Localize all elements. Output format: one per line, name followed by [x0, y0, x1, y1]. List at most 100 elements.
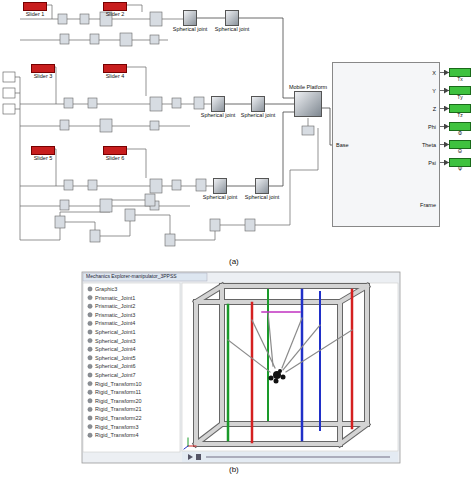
frame-structure	[196, 286, 222, 302]
simulink-block	[172, 180, 181, 190]
platform-block: Mobile Platform	[289, 84, 327, 117]
simulink-block	[100, 119, 112, 132]
block-label: Slider 3	[34, 73, 53, 79]
signal-connector	[227, 186, 255, 187]
simulink-block	[60, 200, 69, 210]
tree-item: Prismatic_Joint1	[95, 295, 135, 301]
signal-connector	[440, 72, 449, 73]
slider-symbol	[31, 64, 55, 73]
signal-wire	[15, 109, 20, 110]
block-label: Spherical joint	[241, 112, 276, 118]
signal-wire	[250, 128, 318, 225]
frame-structure	[188, 446, 196, 447]
frame-structure	[269, 376, 274, 381]
source-block	[3, 72, 15, 82]
tree-icon	[88, 381, 92, 385]
simulink-block	[245, 219, 255, 231]
simulink-block	[58, 14, 67, 24]
explorer-window	[182, 283, 398, 451]
signal-connector	[322, 108, 332, 145]
block-label: Slider 6	[106, 155, 125, 161]
simulink-block	[64, 180, 73, 190]
signal-wire	[15, 77, 20, 240]
frame-structure	[222, 286, 367, 424]
tree-item: Rigid_Transform10	[95, 381, 142, 387]
spherical-joint-block: Spherical joint	[215, 10, 250, 32]
tree-icon	[88, 287, 92, 291]
simulink-block	[172, 98, 181, 108]
frame-structure	[184, 438, 196, 449]
frame-structure	[351, 290, 354, 428]
tree-item: Spherical_Joint1	[95, 329, 136, 335]
simulink-block	[55, 12, 314, 246]
frame-structure	[283, 325, 320, 370]
display-symbol	[449, 122, 471, 131]
signal-wire	[126, 149, 146, 178]
port-label: X	[432, 70, 436, 76]
tree-icon	[88, 295, 92, 299]
port-label: Z	[433, 106, 436, 112]
tree-item: Rigid_Transform11	[95, 389, 141, 395]
display-symbol	[449, 158, 471, 167]
tree-item: Spherical_Joint7	[95, 372, 136, 378]
simulink-block	[64, 98, 73, 108]
frame-structure	[184, 286, 367, 449]
frame-structure	[196, 424, 222, 444]
simulink-block	[90, 34, 99, 44]
signal-wire	[60, 200, 150, 222]
slider-block: Slider 1	[23, 2, 47, 17]
slider-block: Slider 4	[103, 64, 127, 79]
tree-icon	[88, 330, 92, 334]
frame-structure	[262, 311, 300, 313]
simulink-block	[150, 121, 159, 130]
slider-symbol	[103, 2, 127, 11]
display-label: Φ	[458, 131, 462, 137]
figure-panel-label: (a)	[229, 258, 239, 267]
tree-icon	[88, 364, 92, 368]
tree-item: Graphic3	[95, 286, 117, 292]
signal-wire	[126, 5, 142, 12]
block-label: Spherical joint	[201, 112, 236, 118]
simulink-block	[60, 34, 69, 44]
frame-structure	[184, 446, 188, 449]
simulink-block	[100, 199, 112, 212]
frame-structure	[278, 369, 282, 373]
block-label: Spherical joint	[203, 194, 238, 200]
frame-structure	[251, 303, 254, 442]
port-label: Y	[432, 88, 436, 94]
frame-structure	[196, 424, 222, 444]
display-label: Tx	[457, 77, 463, 83]
tree-item: Prismatic_Joint4	[95, 320, 135, 326]
joint-symbol	[251, 96, 265, 112]
tree-icon	[88, 433, 92, 437]
display-block: Tx	[449, 68, 471, 83]
tree-item: Prismatic_Joint2	[95, 303, 135, 309]
slider-block: Slider 2	[103, 2, 127, 17]
frame-structure	[269, 369, 286, 384]
frame-structure	[282, 318, 302, 368]
explorer-window	[82, 272, 400, 463]
simulink-block	[150, 35, 159, 44]
display-symbol	[449, 140, 471, 149]
block-label: Slider 4	[106, 73, 125, 79]
frame-structure	[286, 330, 352, 372]
block-label: Spherical joint	[215, 26, 250, 32]
spherical-joint-block: Spherical joint	[173, 10, 208, 32]
signal-connector	[269, 112, 294, 186]
frame-structure	[340, 286, 367, 302]
joint-symbol	[225, 10, 239, 26]
platform-symbol	[294, 91, 322, 117]
frame-structure	[196, 286, 367, 444]
explorer-window	[83, 283, 180, 452]
figure-panel-label: (b)	[229, 466, 239, 475]
simulink-block	[150, 12, 162, 26]
display-block: Θ	[449, 140, 471, 155]
explorer-window	[182, 452, 398, 462]
frame-structure	[319, 292, 321, 430]
slider-symbol	[31, 146, 55, 155]
explorer-window	[206, 456, 390, 458]
slider-symbol	[23, 2, 47, 11]
tree-item: Rigid_Transform22	[95, 415, 142, 421]
spherical-joint-block: Spherical joint	[245, 178, 280, 200]
block-label: Mobile Platform	[289, 84, 327, 90]
